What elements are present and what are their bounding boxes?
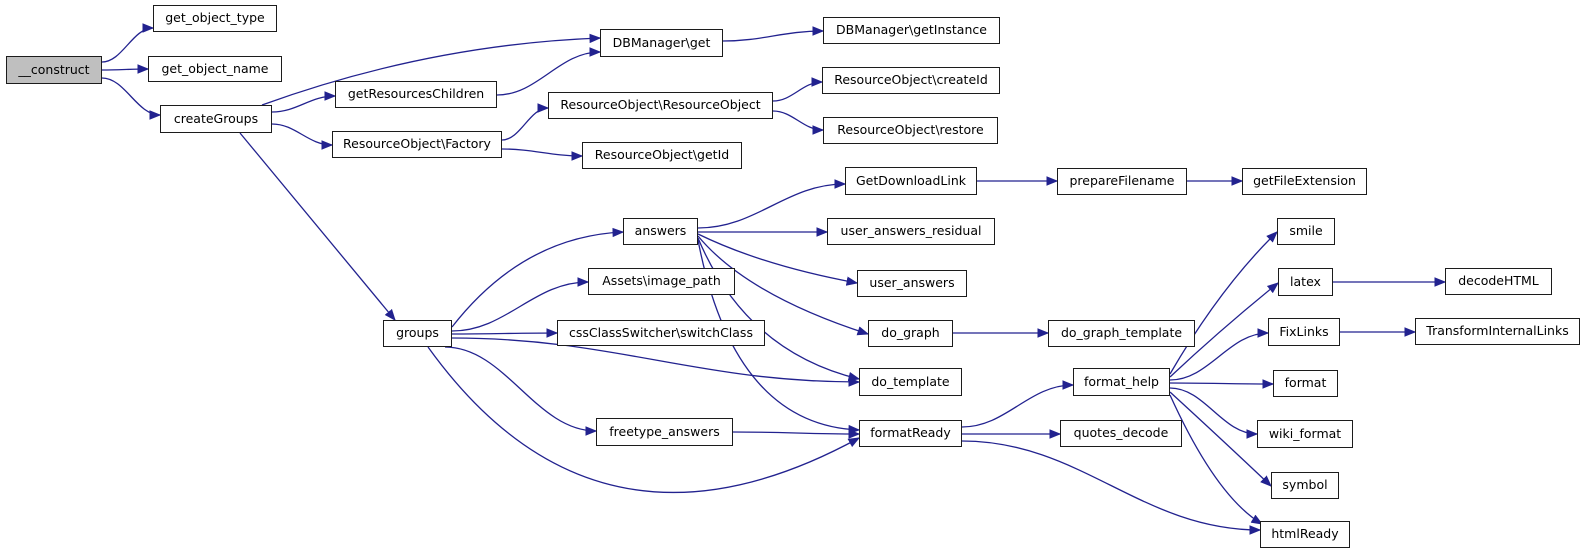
- edge-answers-to-do-template: [697, 237, 861, 382]
- edge-dbmanager-get-to-dbmanager-get-instance: [722, 26, 825, 42]
- node-resource-object-factory[interactable]: ResourceObject\Factory: [332, 131, 502, 158]
- edge-format-help-to-fix-links: [1169, 328, 1270, 381]
- node-do-graph[interactable]: do_graph: [868, 320, 953, 347]
- node-freetype-answers[interactable]: freetype_answers: [596, 418, 733, 446]
- node-user-answers-residual[interactable]: user_answers_residual: [827, 218, 995, 245]
- edge-format-help-to-wiki-format: [1169, 387, 1259, 439]
- edge-format-ready-to-format-help: [961, 380, 1075, 428]
- node-user-answers[interactable]: user_answers: [857, 270, 967, 297]
- edge-groups-to-answers: [451, 227, 625, 328]
- node-symbol[interactable]: symbol: [1271, 472, 1339, 499]
- edge-groups-to-assets-image-path: [451, 277, 590, 332]
- node-dbmanager-get[interactable]: DBManager\get: [600, 29, 723, 57]
- node-get-file-extension[interactable]: getFileExtension: [1242, 168, 1367, 195]
- edge-format-help-to-html-ready: [1169, 394, 1264, 525]
- node-html-ready[interactable]: htmlReady: [1260, 521, 1350, 548]
- node-smile[interactable]: smile: [1277, 218, 1335, 245]
- node-decode-html[interactable]: decodeHTML: [1445, 268, 1552, 295]
- node-resource-object-get-id[interactable]: ResourceObject\getId: [582, 142, 742, 169]
- node-create-groups[interactable]: createGroups: [160, 105, 272, 133]
- edge-resource-object-ctor-to-resource-object-restore: [772, 110, 825, 135]
- edge-create-groups-to-dbmanager-get: [261, 33, 602, 106]
- node-transform-internal-links[interactable]: TransformInternalLinks: [1415, 318, 1580, 345]
- edge-groups-to-do-template: [451, 337, 861, 387]
- node-construct[interactable]: __construct: [6, 56, 102, 84]
- node-resource-object-ctor[interactable]: ResourceObject\ResourceObject: [548, 92, 773, 119]
- node-answers[interactable]: answers: [623, 218, 698, 245]
- node-groups[interactable]: groups: [383, 320, 452, 347]
- node-do-template[interactable]: do_template: [859, 368, 962, 396]
- edge-construct-to-create-groups: [101, 77, 162, 120]
- edge-create-groups-to-groups: [239, 132, 396, 321]
- node-dbmanager-get-instance[interactable]: DBManager\getInstance: [823, 17, 1000, 44]
- node-resource-object-create-id[interactable]: ResourceObject\createId: [822, 67, 1000, 94]
- node-format-help[interactable]: format_help: [1073, 368, 1170, 396]
- edge-resource-object-ctor-to-resource-object-create-id: [772, 77, 824, 102]
- edge-groups-to-freetype-answers: [444, 346, 598, 436]
- node-get-resources-children[interactable]: getResourcesChildren: [335, 81, 497, 108]
- edge-format-help-to-symbol: [1169, 391, 1272, 487]
- edge-create-groups-to-resource-object-factory: [271, 123, 334, 150]
- edge-format-ready-to-html-ready: [961, 440, 1262, 535]
- edge-get-resources-children-to-dbmanager-get: [496, 47, 602, 96]
- edge-format-help-to-latex: [1169, 282, 1279, 378]
- node-format[interactable]: format: [1273, 370, 1338, 397]
- edge-construct-to-get-object-name: [101, 64, 150, 74]
- edge-construct-to-get-object-type: [101, 23, 155, 63]
- node-get-download-link[interactable]: GetDownloadLink: [845, 167, 977, 195]
- edge-resource-object-factory-to-resource-object-ctor: [501, 103, 550, 141]
- edge-resource-object-factory-to-resource-object-get-id: [501, 148, 584, 161]
- node-fix-links[interactable]: FixLinks: [1268, 318, 1340, 346]
- edge-create-groups-to-get-resources-children: [271, 91, 337, 113]
- edge-format-help-to-format: [1169, 379, 1275, 389]
- edge-answers-to-get-download-link: [697, 179, 847, 229]
- node-do-graph-template[interactable]: do_graph_template: [1048, 320, 1195, 347]
- node-wiki-format[interactable]: wiki_format: [1257, 420, 1353, 448]
- node-prepare-filename[interactable]: prepareFilename: [1057, 168, 1187, 195]
- node-get-object-type[interactable]: get_object_type: [153, 5, 277, 32]
- edge-format-help-to-smile: [1169, 231, 1278, 375]
- edge-freetype-answers-to-format-ready: [732, 429, 861, 439]
- node-assets-image-path[interactable]: Assets\image_path: [588, 268, 735, 295]
- node-resource-object-restore[interactable]: ResourceObject\restore: [823, 117, 998, 144]
- edge-answers-to-user-answers: [697, 233, 859, 286]
- node-latex[interactable]: latex: [1278, 268, 1333, 296]
- node-get-object-name[interactable]: get_object_name: [148, 56, 282, 82]
- edges-group: [101, 23, 1447, 535]
- node-css-switch-class[interactable]: cssClassSwitcher\switchClass: [557, 320, 765, 346]
- edge-answers-to-do-graph: [697, 235, 870, 336]
- edge-groups-to-format-ready: [427, 346, 861, 494]
- edge-groups-to-css-switch-class: [451, 328, 559, 338]
- node-format-ready[interactable]: formatReady: [859, 420, 962, 447]
- node-quotes-decode[interactable]: quotes_decode: [1060, 420, 1182, 447]
